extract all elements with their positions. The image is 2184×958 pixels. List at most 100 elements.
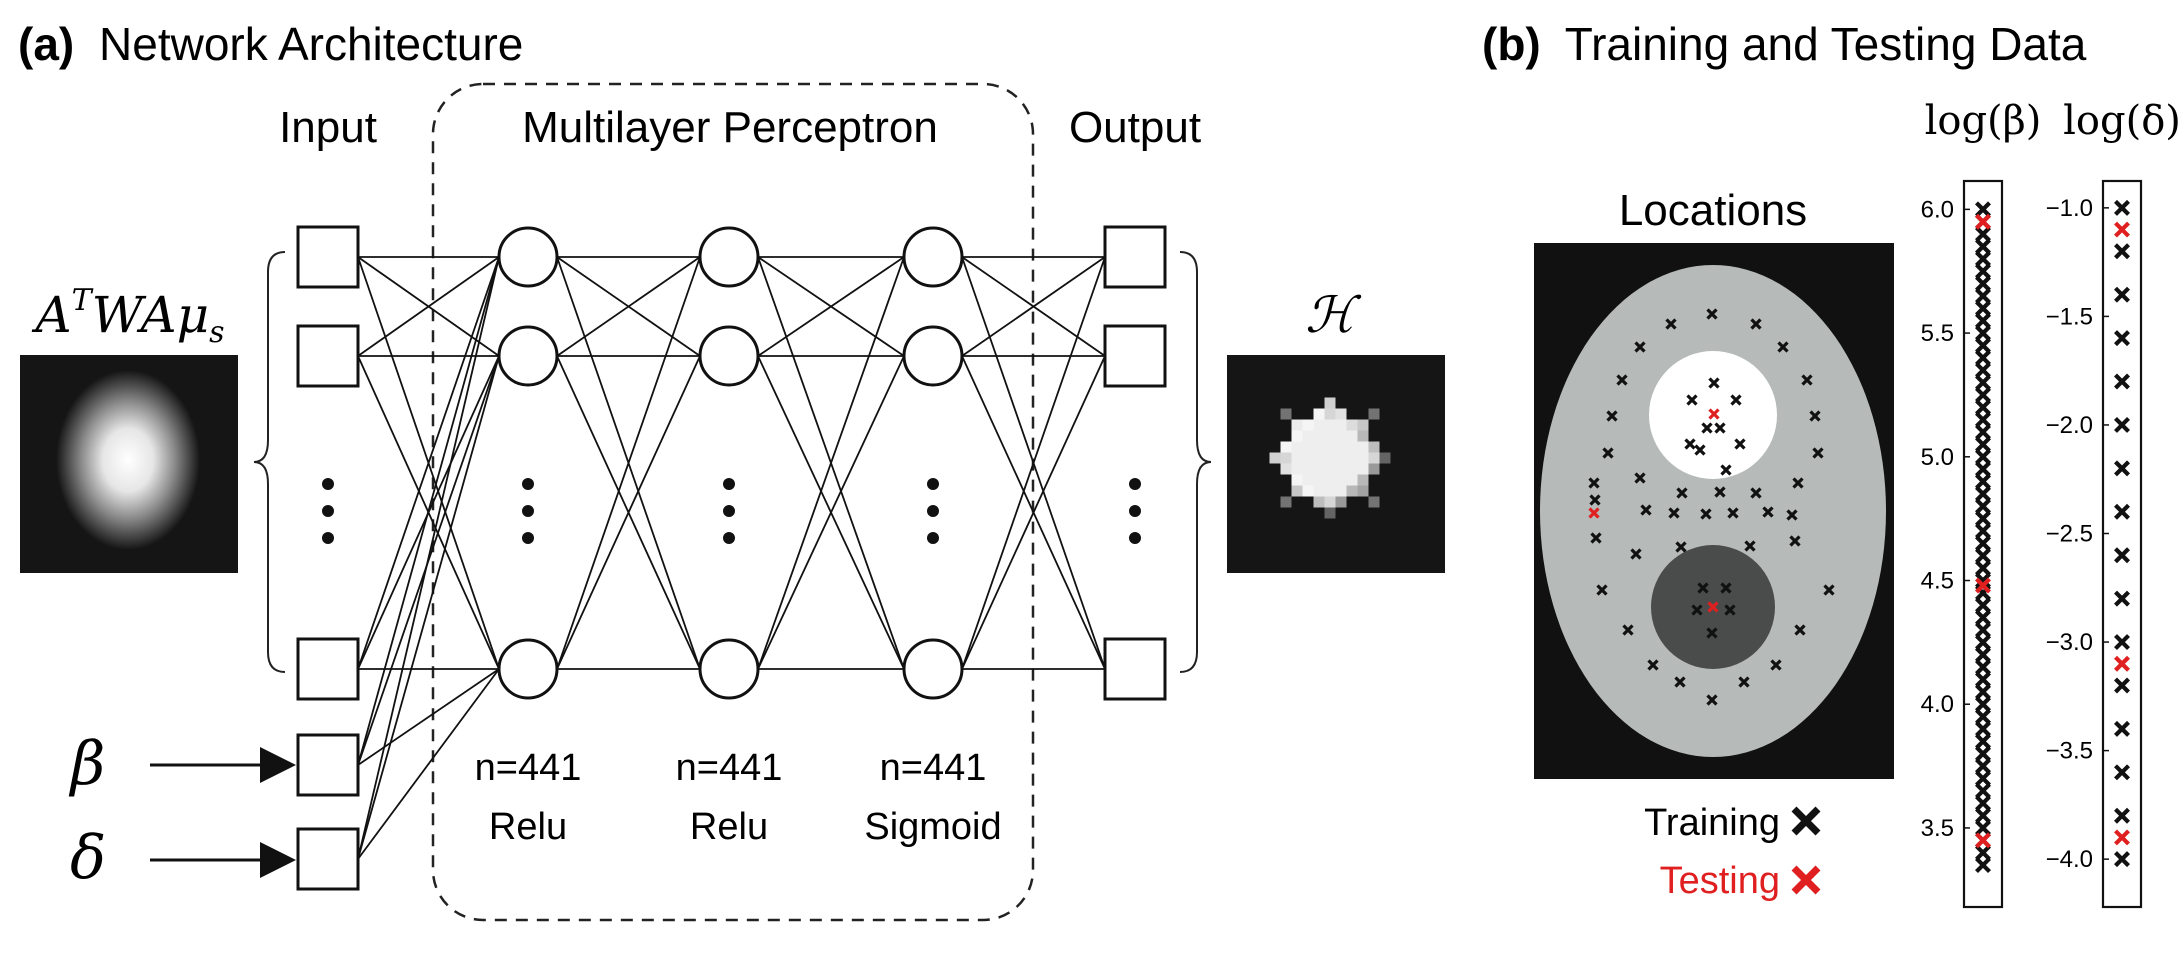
strip-testing-point xyxy=(2114,221,2130,238)
output-blob-pixel xyxy=(1302,419,1314,431)
strip-training-point xyxy=(1975,696,1991,713)
strip-training-point xyxy=(1975,622,1991,638)
training-location-marker xyxy=(1744,540,1756,552)
layer2-neuron-2 xyxy=(698,325,760,387)
output-blob-pixel xyxy=(1302,441,1314,453)
output-blob-pixel xyxy=(1324,441,1336,453)
strip-title: log(δ) xyxy=(2063,98,2181,144)
output-blob-pixel xyxy=(1335,463,1347,475)
output-blob-pixel xyxy=(1357,474,1369,486)
output-blob-pixel xyxy=(1368,441,1380,453)
output-blob-pixel xyxy=(1368,452,1380,464)
input-label: Input xyxy=(279,103,377,152)
strip-training-point xyxy=(1975,275,1991,292)
output-blob-pixel xyxy=(1291,463,1303,475)
output-blob-pixel xyxy=(1357,463,1369,475)
strip-training-point xyxy=(1975,312,1991,329)
output-blob-pixel xyxy=(1346,441,1358,453)
training-location-marker xyxy=(1590,532,1602,544)
input-image xyxy=(20,355,238,573)
training-location-marker xyxy=(1786,509,1798,521)
output-blob-pixel xyxy=(1368,408,1380,420)
strip-training-point xyxy=(1975,399,1991,416)
log-beta-strip-plot: log(β)6.05.55.04.54.03.5 xyxy=(1921,98,2042,909)
strip-training-point xyxy=(1975,683,1991,700)
output-blob-pixel xyxy=(1357,430,1369,442)
panel-a: (a) Network Architecture Input Multilaye… xyxy=(18,18,1445,922)
strip-title: log(β) xyxy=(1925,98,2042,144)
strip-training-point xyxy=(1975,547,1991,564)
training-location-marker xyxy=(1823,584,1835,596)
strip-tick-label: −4.0 xyxy=(2046,846,2093,873)
connection-param-l1 xyxy=(357,256,500,766)
layer3-neuron-2 xyxy=(902,325,964,387)
hidden-layer-2 xyxy=(698,226,760,700)
strip-training-point xyxy=(1975,411,1991,428)
layer3-neuron-1 xyxy=(902,226,964,288)
strip-tick-label: 6.0 xyxy=(1921,196,1954,223)
training-location-marker xyxy=(1686,394,1698,406)
strip-training-point xyxy=(1975,337,1991,354)
connection-input-l1 xyxy=(357,256,500,357)
output-node-n xyxy=(1103,637,1167,701)
strip-tick-label: 5.0 xyxy=(1921,444,1954,471)
strip-training-point xyxy=(2114,677,2130,694)
strip-tick-label: 5.5 xyxy=(1921,320,1954,347)
strip-training-point xyxy=(2114,416,2130,433)
connection-param-l1 xyxy=(357,355,500,860)
layer2-neuron-1 xyxy=(698,226,760,288)
strip-training-point xyxy=(1975,201,1991,218)
strip-training-point xyxy=(1975,659,1991,676)
output-blob-pixel xyxy=(1346,430,1358,442)
strip-training-point xyxy=(1975,325,1991,342)
training-location-marker xyxy=(1640,504,1652,516)
connection-l3-output xyxy=(961,256,1106,670)
training-location-marker xyxy=(1701,422,1713,434)
strip-training-point xyxy=(2114,330,2130,347)
training-location-marker xyxy=(1606,410,1618,422)
output-node-1 xyxy=(1103,225,1167,289)
training-location-marker xyxy=(1691,604,1703,616)
training-location-marker xyxy=(1812,447,1824,459)
connection-l2-l3 xyxy=(757,256,905,357)
strip-training-point xyxy=(1975,498,1991,515)
connection-l3-output xyxy=(961,355,1106,670)
output-blob-pixel xyxy=(1335,496,1347,508)
output-blob-pixel xyxy=(1324,408,1336,420)
training-location-marker xyxy=(1809,410,1821,422)
strip-frame xyxy=(2101,179,2143,909)
connection-input-l1 xyxy=(357,256,500,670)
strip-tick-label: −1.5 xyxy=(2046,303,2093,330)
strip-training-point xyxy=(1975,770,1991,787)
strip-training-point xyxy=(1975,287,1991,304)
training-location-marker xyxy=(1730,394,1742,406)
panel-b-title: (b) Training and Testing Data xyxy=(1482,18,2087,70)
layer1-neuron-2 xyxy=(497,325,559,387)
training-location-marker xyxy=(1676,487,1688,499)
output-blob-pixel xyxy=(1324,463,1336,475)
input-brace xyxy=(253,251,286,673)
panel-b-letter: (b) xyxy=(1482,18,1541,70)
strip-testing-point xyxy=(1975,577,1991,594)
strip-training-point xyxy=(1975,634,1991,651)
layer3-activation: Sigmoid xyxy=(864,806,1001,848)
input-node-beta xyxy=(296,733,360,797)
strip-testing-point xyxy=(1975,832,1991,849)
strip-training-point xyxy=(1975,523,1991,540)
output-blob-pixel xyxy=(1324,485,1336,497)
training-location-marker xyxy=(1630,548,1642,560)
output-blob-pixel xyxy=(1324,397,1336,409)
output-blob-pixel xyxy=(1291,452,1303,464)
output-blob-pixel xyxy=(1324,507,1336,519)
connection-l1-l2 xyxy=(556,256,701,670)
strip-training-point xyxy=(1975,844,1991,861)
strip-tick-label: −3.0 xyxy=(2046,629,2093,656)
strip-training-point xyxy=(2114,720,2130,737)
output-label: Output xyxy=(1069,103,1201,152)
strip-training-point xyxy=(1975,609,1991,626)
beta-symbol: β xyxy=(69,729,106,799)
strip-training-point xyxy=(1975,485,1991,502)
training-location-marker xyxy=(1588,477,1600,489)
delta-symbol: δ xyxy=(70,823,106,893)
strip-training-point xyxy=(1975,819,1991,836)
